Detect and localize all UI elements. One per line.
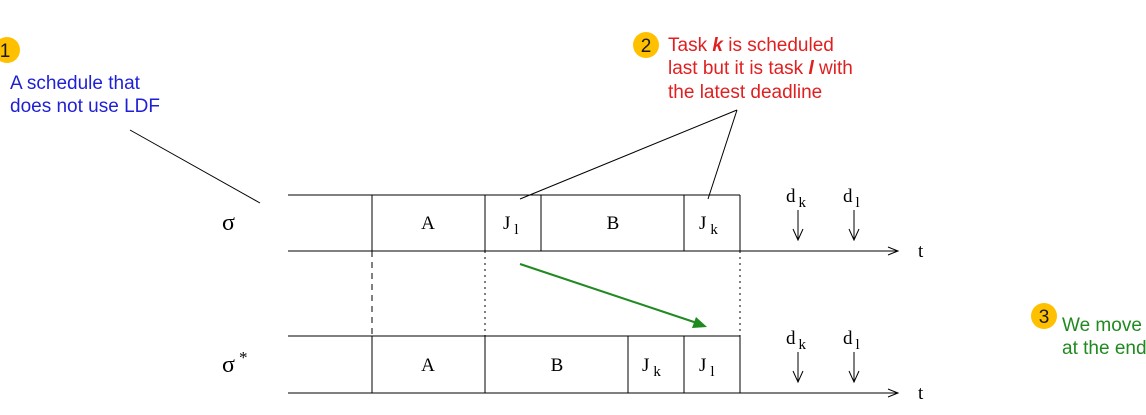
- note-2-line-1-suffix: is scheduled: [723, 35, 834, 56]
- sigma-block-jk-sub: k: [710, 222, 718, 238]
- sigma-star-letter: σ: [222, 352, 235, 378]
- sigma-block-jk-letter: J: [699, 213, 706, 234]
- sigma-time-arrowhead: [887, 246, 900, 256]
- sigma-star-dl-sub: l: [856, 337, 860, 353]
- sigma-star-block-b: B: [551, 355, 564, 376]
- note-2-line-1-prefix: Task: [668, 35, 712, 56]
- badge-1: [0, 37, 20, 63]
- badge-2-number: 2: [641, 36, 652, 57]
- note-2-line-2-prefix: last but it is task: [668, 58, 808, 79]
- sigma-star-block-a: A: [421, 355, 435, 376]
- badge-3: [1031, 303, 1057, 329]
- move-arrowhead: [692, 317, 707, 328]
- sigma-star-time-label: t: [918, 383, 924, 404]
- note-2-task-l: l: [808, 58, 814, 79]
- badge-3-number: 3: [1039, 307, 1050, 328]
- sigma-star-dk-sub: k: [799, 337, 807, 353]
- sigma-star-label: σ*: [222, 348, 247, 378]
- sigma-deadline-dl-arrowhead: [848, 228, 860, 242]
- sigma-block-a: A: [421, 213, 435, 234]
- alignment-guides: [371, 251, 741, 336]
- sigma-label: σ: [222, 210, 235, 236]
- sigma-time-label: t: [918, 241, 924, 262]
- badge-1-number: 1: [0, 41, 10, 62]
- sigma-star-dl-letter: d: [843, 328, 853, 349]
- note-1-line-1: A schedule that: [10, 73, 141, 94]
- move-arrow: [519, 263, 707, 328]
- sigma-block-b: B: [607, 213, 620, 234]
- sigma-star-block-jk-letter: J: [642, 355, 649, 376]
- sigma-dk-sub: k: [799, 195, 807, 211]
- note-3-line-1: We move Task l: [1062, 315, 1146, 336]
- sigma-star-block-jl-sub: l: [710, 364, 714, 380]
- annotation-1: 1 A schedule that does not use LDF: [0, 37, 261, 204]
- sigma-block-jl-letter: J: [503, 213, 510, 234]
- sigma-star-dk-letter: d: [786, 328, 796, 349]
- sigma-star-superscript: *: [239, 348, 248, 367]
- note-3-line-2: at the end: [1062, 338, 1146, 359]
- sigma-star-block-jk-sub: k: [653, 364, 661, 380]
- note-2-line-2: last but it is task l with: [668, 58, 853, 79]
- note-1-pointer: [129, 129, 261, 204]
- sigma-deadline-dk-arrowhead: [792, 228, 804, 242]
- note-2-line-3: the latest deadline: [668, 82, 822, 103]
- sigma-dl-sub: l: [856, 195, 860, 211]
- sigma-dl-letter: d: [843, 186, 853, 207]
- note-2-line-1: Task k is scheduled: [668, 35, 834, 56]
- note-2-task-k: k: [712, 35, 724, 56]
- note-2-pointer-jk: [707, 109, 738, 200]
- move-arrow-shaft: [519, 263, 698, 324]
- sigma-block-jl-sub: l: [514, 222, 518, 238]
- note-2-line-2-suffix: with: [814, 58, 853, 79]
- sigma-dk-letter: d: [786, 186, 796, 207]
- sigma-star-time-arrowhead: [887, 388, 900, 398]
- sigma-star-block-jl-letter: J: [699, 355, 706, 376]
- badge-2: [633, 32, 659, 58]
- sigma-star-deadline-dk-arrowhead: [792, 370, 804, 384]
- sigma-star-deadline-dl-arrowhead: [848, 370, 860, 384]
- note-1-line-2: does not use LDF: [10, 96, 160, 117]
- note-3-line-1-prefix: We move Task: [1062, 315, 1146, 336]
- annotation-2: 2 Task k is scheduled last but it is tas…: [519, 32, 853, 200]
- annotation-3: 3 We move Task l at the end: [1031, 303, 1146, 359]
- note-2-pointer-jl: [519, 109, 738, 200]
